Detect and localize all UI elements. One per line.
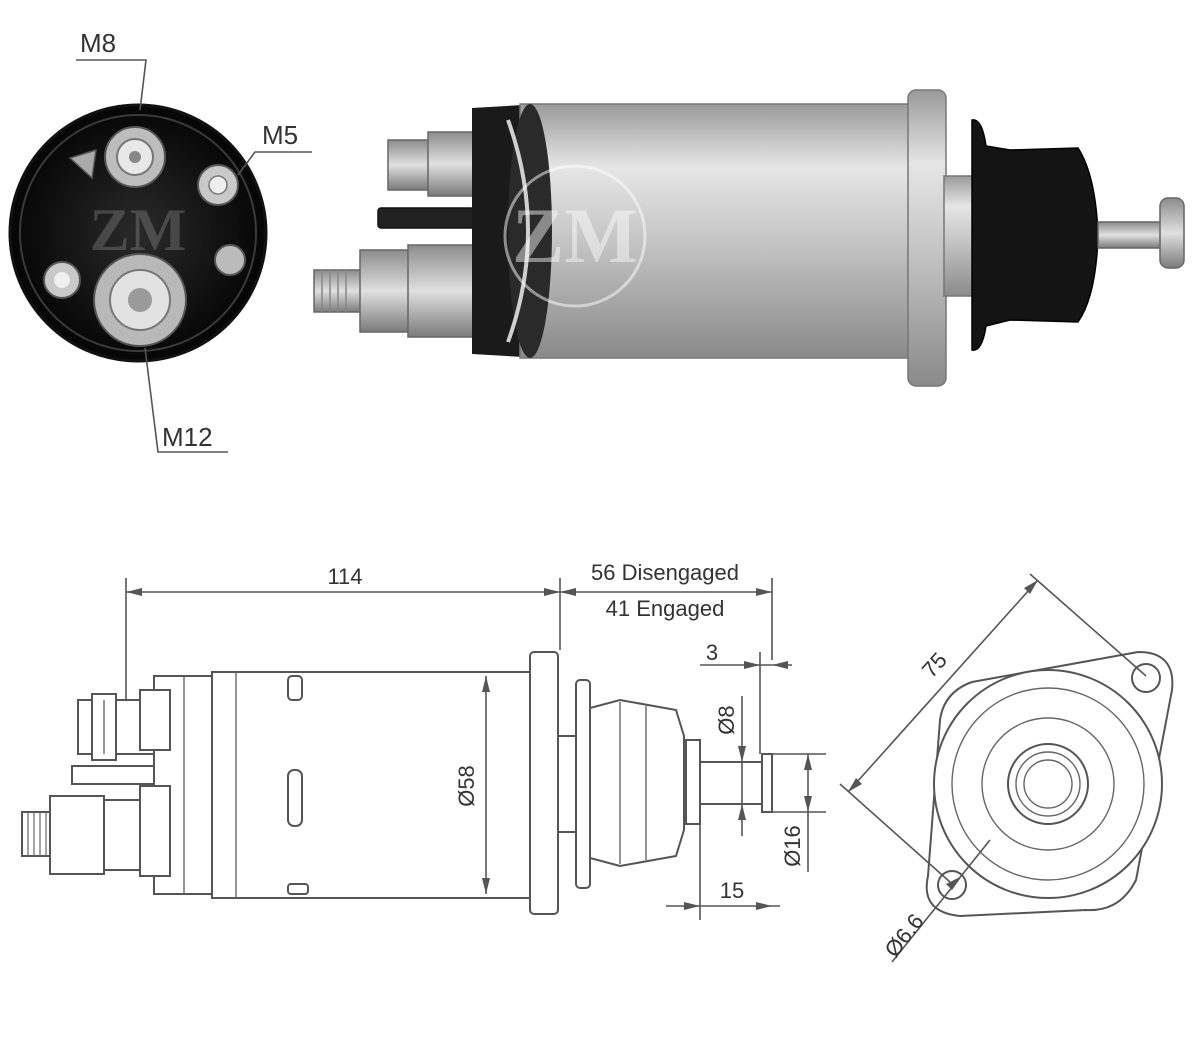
dim-diameter-6-6: Ø6.6 — [880, 909, 929, 962]
label-m5: M5 — [262, 120, 298, 150]
dim-diameter-8: Ø8 — [714, 705, 739, 734]
dim-15: 15 — [720, 878, 744, 903]
end-view-callouts: M8 M5 M12 — [76, 28, 312, 453]
side-view-photo: ZM — [313, 89, 1185, 387]
small-terminal-left — [43, 261, 81, 299]
m8-terminal — [104, 126, 166, 188]
dim-engaged: 41 Engaged — [606, 596, 725, 621]
small-terminal-right — [214, 244, 246, 276]
label-m8: M8 — [80, 28, 116, 58]
watermark-logo-side: ZM — [512, 192, 638, 279]
dim-diameter-16: Ø16 — [780, 825, 805, 867]
dim-3: 3 — [706, 640, 718, 665]
side-technical-drawing: 114 56 Disengaged 41 Engaged — [21, 560, 826, 920]
m5-terminal — [197, 164, 239, 206]
dim-disengaged: 56 Disengaged — [591, 560, 739, 585]
dim-length-114: 114 — [327, 564, 362, 589]
label-m12: M12 — [162, 422, 213, 452]
front-technical-drawing: 75 Ø6.6 — [839, 573, 1174, 963]
dim-75: 75 — [917, 648, 952, 683]
end-view-photo: ZM — [8, 103, 268, 363]
m12-terminal — [93, 253, 187, 347]
dim-diameter-58: Ø58 — [454, 765, 479, 807]
watermark-logo: ZM — [90, 197, 187, 263]
